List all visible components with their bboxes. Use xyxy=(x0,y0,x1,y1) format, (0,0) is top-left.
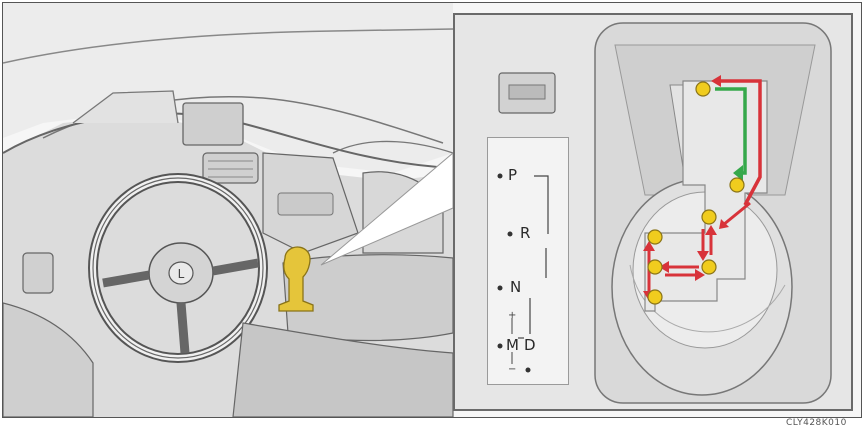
position-dot-minus xyxy=(648,290,662,304)
gear-label-r: R xyxy=(520,224,531,242)
svg-text:L: L xyxy=(178,267,185,281)
position-dot-m xyxy=(648,260,662,274)
manual-mode-label: M xyxy=(506,336,520,354)
manual-minus-label: − xyxy=(508,364,517,375)
shift-gate-inset: P R N D + M − xyxy=(453,13,853,411)
shift-indicator-panel: P R N D + M − xyxy=(487,137,569,385)
position-dot-d xyxy=(702,260,716,274)
gear-label-p: P xyxy=(508,166,518,184)
figure-code: CLY428K010 xyxy=(786,418,847,428)
gear-label-d: D xyxy=(524,336,537,354)
position-dot-plus xyxy=(648,230,662,244)
position-dot-n xyxy=(702,210,716,224)
position-dot-r xyxy=(730,178,744,192)
manual-plus-label: + xyxy=(508,310,517,321)
illustration-frame: L xyxy=(2,2,862,418)
gear-label-n: N xyxy=(510,278,522,296)
position-dot-p xyxy=(696,82,710,96)
